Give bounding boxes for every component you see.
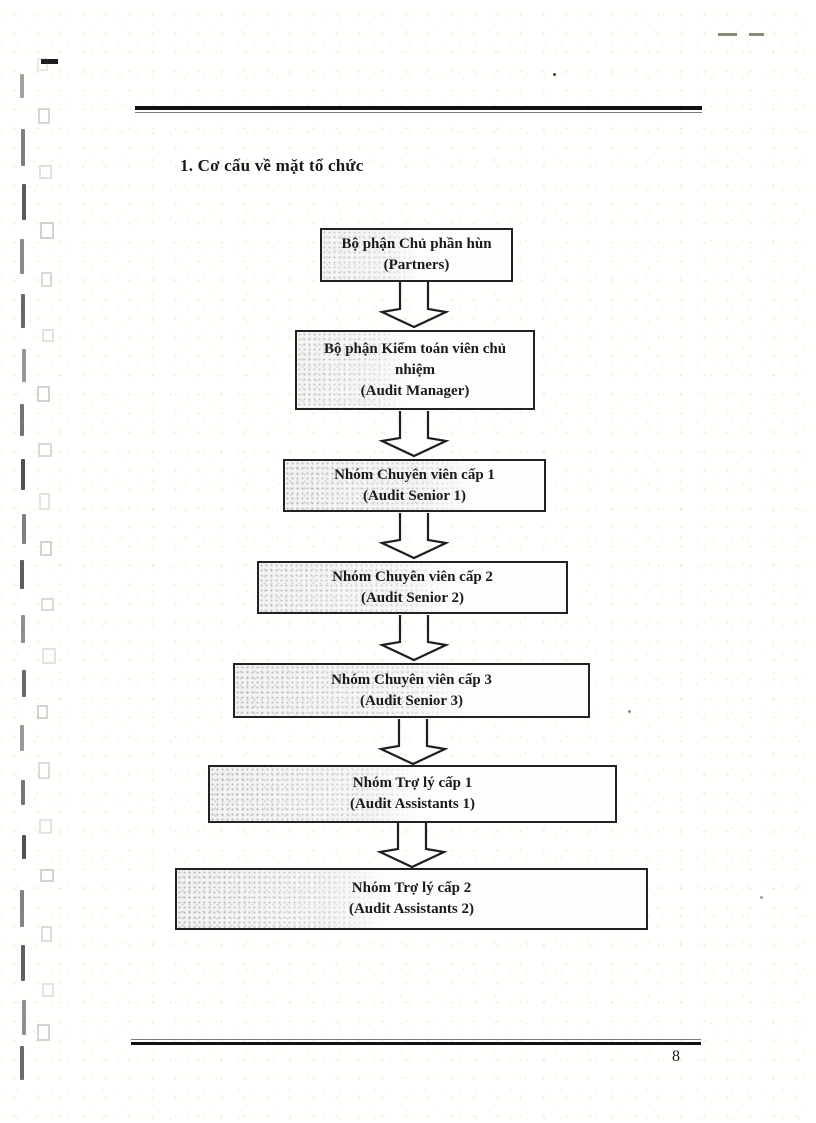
down-arrow xyxy=(374,282,454,329)
down-arrow xyxy=(374,615,454,662)
binding-mark-bar xyxy=(21,294,25,328)
binding-mark-bar xyxy=(21,780,25,805)
org-node-title: Bộ phận Kiểm toán viên chủ nhiệm xyxy=(323,340,507,378)
bottom-rule-thin-line xyxy=(131,1039,701,1040)
org-node-title: Nhóm Chuyên viên cấp 1 xyxy=(334,466,495,483)
binding-mark-bar xyxy=(20,1046,24,1080)
page-number: 8 xyxy=(672,1048,680,1065)
binding-mark-hole xyxy=(42,983,54,997)
down-arrow xyxy=(373,719,453,766)
binding-mark-hole xyxy=(40,222,54,239)
binding-mark-hole xyxy=(41,272,52,287)
org-node-audit-assistants-2: Nhóm Trợ lý cấp 2 (Audit Assistants 2) xyxy=(175,868,648,930)
org-node-audit-senior-2: Nhóm Chuyên viên cấp 2 (Audit Senior 2) xyxy=(257,561,568,614)
binding-mark-hole xyxy=(37,386,50,402)
bottom-rule-thick-line xyxy=(131,1042,701,1045)
binding-mark-bar xyxy=(21,615,25,643)
binding-mark-hole xyxy=(39,493,50,510)
org-node-subtitle: (Partners) xyxy=(383,257,450,273)
binding-mark-hole xyxy=(39,819,52,834)
binding-mark-bar xyxy=(20,74,24,98)
org-node-subtitle: (Audit Manager) xyxy=(360,382,470,399)
binding-mark-bar xyxy=(22,835,26,859)
scan-artifact-speck xyxy=(628,710,631,713)
binding-mark-hole xyxy=(39,165,52,179)
org-node-audit-senior-3: Nhóm Chuyên viên cấp 3 (Audit Senior 3) xyxy=(233,663,590,718)
scan-shading xyxy=(297,332,406,408)
binding-mark-bar xyxy=(21,459,25,490)
org-node-subtitle: (Audit Senior 2) xyxy=(360,589,465,606)
binding-mark-hole xyxy=(41,598,54,611)
binding-mark-hole xyxy=(37,705,48,719)
scan-artifact-speck xyxy=(760,896,763,899)
binding-mark-hole xyxy=(42,329,54,342)
org-node-audit-assistants-1: Nhóm Trợ lý cấp 1 (Audit Assistants 1) xyxy=(208,765,617,823)
binding-mark-hole xyxy=(37,1024,50,1041)
scan-artifact-dash xyxy=(41,59,58,64)
top-rule-thin-line xyxy=(135,112,702,113)
binding-mark-hole xyxy=(38,108,50,124)
binding-mark-hole xyxy=(42,648,56,664)
binding-mark-bar xyxy=(20,404,24,436)
binding-mark-bar xyxy=(21,129,25,166)
org-node-subtitle: (Audit Senior 3) xyxy=(359,692,464,709)
scan-shading xyxy=(285,461,477,510)
scan-shading xyxy=(210,767,421,821)
org-node-partners: Bộ phận Chủ phần hùn (Partners) xyxy=(320,228,513,282)
scan-shading xyxy=(235,665,468,716)
binding-mark-hole xyxy=(37,58,48,71)
binding-mark-hole xyxy=(40,869,54,882)
org-node-title: Bộ phận Chủ phần hùn xyxy=(341,236,492,252)
down-arrow xyxy=(374,513,454,560)
binding-mark-bar xyxy=(22,514,26,544)
binding-mark-bar xyxy=(20,890,24,927)
down-arrow xyxy=(372,822,452,869)
org-node-title: Nhóm Trợ lý cấp 1 xyxy=(352,775,473,791)
scan-artifact-dash xyxy=(718,33,737,36)
down-arrow xyxy=(374,411,454,458)
top-rule-thick-line xyxy=(135,106,702,110)
bottom-rule xyxy=(131,1039,701,1045)
binding-mark-bar xyxy=(21,945,25,981)
binding-mark-hole xyxy=(40,541,52,556)
scan-shading xyxy=(177,870,389,928)
org-node-subtitle: (Audit Assistants 1) xyxy=(349,796,476,812)
binding-mark-hole xyxy=(38,762,50,779)
scan-shading xyxy=(259,563,450,612)
scan-artifact-speck xyxy=(553,73,556,76)
binding-mark-hole xyxy=(41,926,52,942)
binding-mark-bar xyxy=(22,349,26,382)
org-node-subtitle: (Audit Senior 1) xyxy=(362,487,467,504)
org-node-subtitle: (Audit Assistants 2) xyxy=(348,901,475,917)
org-node-title: Nhóm Chuyên viên cấp 2 xyxy=(332,568,493,585)
binding-mark-bar xyxy=(20,239,24,274)
section-heading: 1. Cơ cấu về mặt tổ chức xyxy=(180,156,364,175)
scan-artifact-dash xyxy=(749,33,764,36)
binding-mark-bar xyxy=(22,1000,26,1035)
binding-mark-bar xyxy=(22,184,26,220)
binding-mark-bar xyxy=(20,560,24,589)
binding-mark-hole xyxy=(38,443,52,457)
org-node-title: Nhóm Trợ lý cấp 2 xyxy=(351,880,472,896)
scan-shading xyxy=(322,230,421,280)
org-node-title: Nhóm Chuyên viên cấp 3 xyxy=(331,671,492,688)
org-node-audit-senior-1: Nhóm Chuyên viên cấp 1 (Audit Senior 1) xyxy=(283,459,546,512)
org-node-audit-manager: Bộ phận Kiểm toán viên chủ nhiệm (Audit … xyxy=(295,330,535,410)
binding-mark-bar xyxy=(20,725,24,751)
top-rule xyxy=(135,106,702,113)
binding-mark-bar xyxy=(22,670,26,697)
